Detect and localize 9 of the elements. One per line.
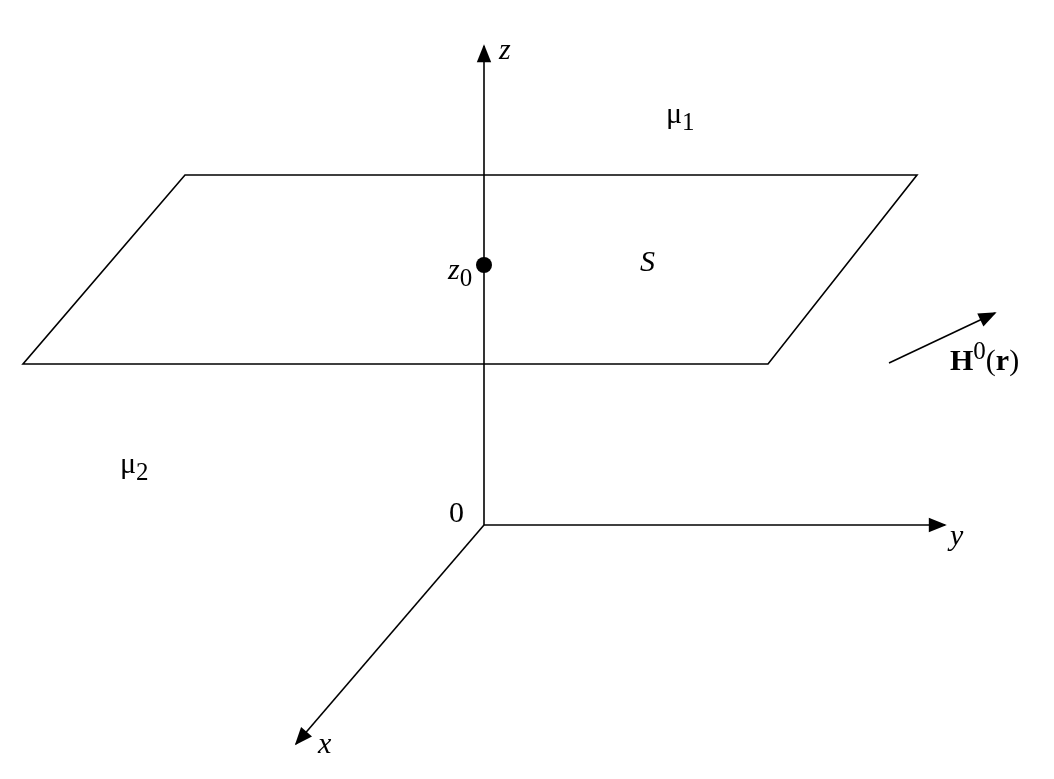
medium-label: μ$_{1}$	[666, 98, 695, 134]
axis-label: x	[318, 728, 332, 758]
medium-label: μ$_{2}$	[120, 448, 149, 484]
plane-surface	[22, 174, 918, 365]
axis-label: z	[499, 34, 511, 64]
field-label: H$^{0}$(r)	[950, 338, 1020, 375]
surface-label: S	[640, 246, 655, 276]
origin-label: 0	[449, 497, 464, 527]
point-label: z$_{0}$	[448, 254, 473, 290]
